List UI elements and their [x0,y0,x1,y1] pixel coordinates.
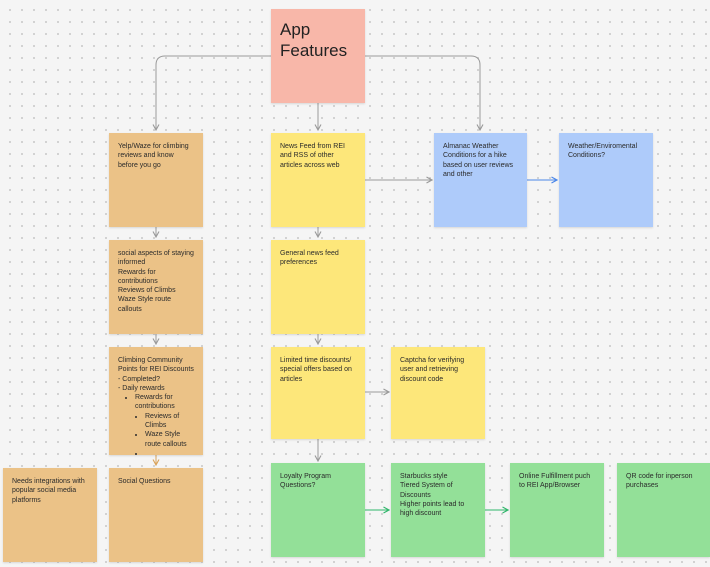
note-line: Tiered System of Discounts [400,482,453,499]
note-line: Starbucks style [400,473,448,480]
sub-bullet-item [145,449,194,455]
note-limited-time[interactable]: Limited time discounts/ special offers b… [271,347,365,439]
title-note[interactable]: App Features [271,9,365,103]
note-news-feed[interactable]: News Feed from REI and RSS of other arti… [271,133,365,227]
note-line: Higher points lead to high discount [400,500,465,518]
note-qr-code[interactable]: QR code for inperson purchases [617,463,710,557]
bullet-item: Rewards for contributions Reviews of Cli… [135,393,194,455]
sub-bullet-item: Reviews of Climbs [145,412,194,431]
note-text: General news feed preferences [280,250,339,267]
note-text: Loyalty Program Questions? [280,473,331,490]
sub-bullet-list: Reviews of Climbs Waze Style route callo… [135,412,194,455]
note-general-news[interactable]: General news feed preferences [271,240,365,334]
note-yelp-waze[interactable]: Yelp/Waze for climbing reviews and know … [109,133,203,227]
note-line: - Daily rewards [118,384,165,392]
note-text: Almanac Weather Conditions for a hike ba… [443,143,514,178]
note-captcha[interactable]: Captcha for verifying user and retrievin… [391,347,485,439]
note-text: Weather/Enviromental Conditions? [568,143,638,160]
note-social-questions[interactable]: Social Questions [109,468,203,562]
note-line: Waze Style route callouts [118,296,172,313]
note-text: Online Fulfillment puch to REI App/Brows… [519,473,591,490]
note-loyalty[interactable]: Loyalty Program Questions? [271,463,365,557]
note-climbing-community[interactable]: Climbing Community Points for REI Discou… [109,347,203,455]
connector-title-to-almanac [365,55,480,130]
title-line-2: Features [280,41,348,60]
bullet-text: Rewards for contributions [135,394,175,411]
note-line: social aspects of staying informed [118,250,194,267]
note-weather[interactable]: Weather/Enviromental Conditions? [559,133,653,227]
connector-title-to-yelp [156,55,271,130]
note-starbucks[interactable]: Starbucks style Tiered System of Discoun… [391,463,485,557]
note-line: Reviews of Climbs [118,287,176,295]
sub-bullet-item: Waze Style route callouts [145,430,194,449]
note-line: Climbing Community Points for REI Discou… [118,357,194,374]
bullet-list: Rewards for contributions Reviews of Cli… [118,393,194,455]
note-social-aspects[interactable]: social aspects of staying informed Rewar… [109,240,203,334]
note-line: Rewards for contributions [118,268,158,285]
note-text: Social Questions [118,478,171,485]
note-text: Limited time discounts/ special offers b… [280,357,352,383]
note-text: Yelp/Waze for climbing reviews and know … [118,143,189,169]
note-line: - Completed? [118,375,161,383]
note-text: QR code for inperson purchases [626,473,693,490]
note-text: Captcha for verifying user and retrievin… [400,357,465,383]
note-text: News Feed from REI and RSS of other arti… [280,143,345,169]
note-integrations[interactable]: Needs integrations with popular social m… [3,468,97,562]
note-text: Needs integrations with popular social m… [12,478,85,504]
note-almanac[interactable]: Almanac Weather Conditions for a hike ba… [434,133,527,227]
note-online-fulfillment[interactable]: Online Fulfillment puch to REI App/Brows… [510,463,604,557]
title-line-1: App [280,20,311,39]
